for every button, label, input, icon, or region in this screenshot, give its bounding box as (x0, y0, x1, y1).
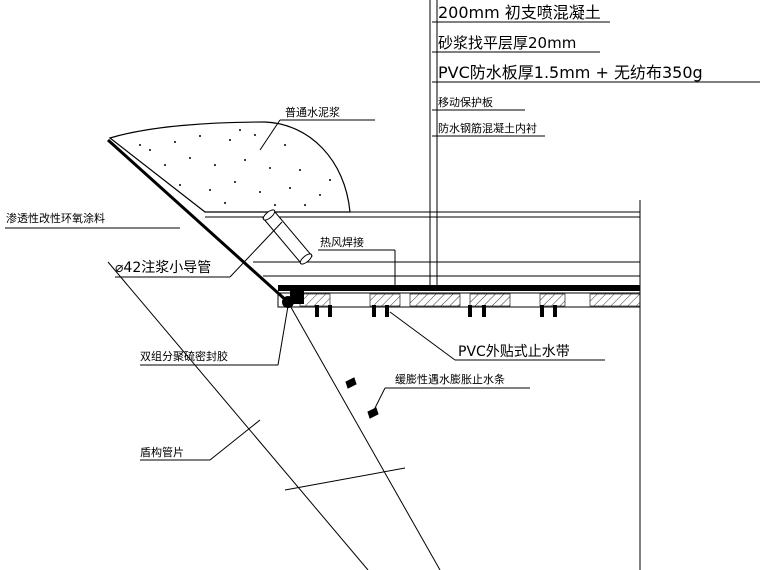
label-pvc-waterstop: PVC外贴式止水带 (458, 344, 570, 360)
label-mortar-leveling: 砂浆找平层厚20mm (438, 34, 576, 52)
label-cement-mortar: 普通水泥浆 (285, 105, 340, 119)
label-polysulfide-sealant: 双组分聚硫密封胶 (140, 349, 228, 363)
label-protection-board: 移动保护板 (438, 95, 493, 109)
corner-sealant (282, 290, 304, 308)
leader-lines (5, 119, 605, 461)
waterstop-studs (315, 305, 557, 317)
label-grout-pipe: ⌀42注浆小导管 (115, 260, 211, 276)
label-heat-weld: 热风焊接 (320, 235, 364, 249)
label-lining-concrete: 防水钢筋混凝土内衬 (438, 121, 537, 135)
inclined-lining-edge (106, 138, 441, 570)
label-pvc-membrane: PVC防水板厚1.5mm + 无纺布350g (438, 63, 703, 82)
label-segment: 盾构管片 (140, 445, 184, 459)
cement-mortar-fill (108, 121, 351, 213)
label-epoxy-coating: 渗透性改性环氧涂料 (6, 211, 105, 225)
layer-label-column (429, 0, 760, 290)
grout-pipe (262, 209, 313, 265)
pvc-membrane-layer (277, 285, 641, 308)
label-shotcrete: 200mm 初支喷混凝土 (438, 3, 601, 22)
label-swelling-strip: 缓膨性遇水膨胀止水条 (395, 372, 505, 386)
